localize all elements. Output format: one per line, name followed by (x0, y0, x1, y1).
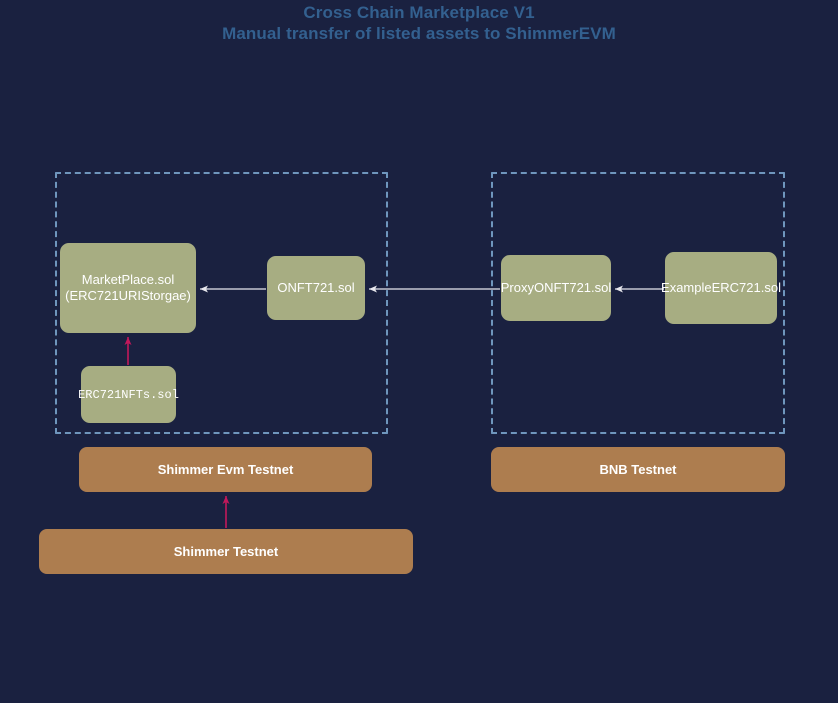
node-onft721-label: ONFT721.sol (277, 280, 355, 295)
node-proxyonft721-sol[interactable]: ProxyONFT721.sol (501, 255, 611, 321)
title-line-2: Manual transfer of listed assets to Shim… (222, 24, 616, 43)
node-erc721nfts-sol[interactable]: ERC721NFTs.sol (78, 366, 179, 423)
group-shimmer-evm-boundary (55, 172, 388, 434)
chain-shimmer-evm-testnet[interactable]: Shimmer Evm Testnet (79, 447, 372, 492)
chain-bnb-testnet[interactable]: BNB Testnet (491, 447, 785, 492)
node-marketplace-line-2: (ERC721URIStorgae) (65, 288, 191, 303)
node-erc721nfts-label: ERC721NFTs.sol (78, 387, 179, 402)
node-exampleerc721-label: ExampleERC721.sol (661, 280, 781, 295)
title-line-1: Cross Chain Marketplace V1 (303, 3, 535, 22)
chain-bnb-label: BNB Testnet (599, 462, 677, 477)
chain-shimmer-testnet[interactable]: Shimmer Testnet (39, 529, 413, 574)
group-bnb-boundary (491, 172, 785, 434)
diagram-title: Cross Chain Marketplace V1 Manual transf… (0, 0, 838, 44)
chain-shimmer-evm-label: Shimmer Evm Testnet (157, 462, 294, 477)
node-marketplace-line-1: MarketPlace.sol (81, 272, 175, 287)
node-exampleerc721-sol[interactable]: ExampleERC721.sol (661, 252, 781, 324)
node-onft721-sol[interactable]: ONFT721.sol (267, 256, 365, 320)
chain-shimmer-label: Shimmer Testnet (173, 544, 279, 559)
node-marketplace-sol[interactable]: MarketPlace.sol (ERC721URIStorgae) (60, 243, 196, 333)
node-proxyonft721-label: ProxyONFT721.sol (500, 280, 612, 295)
